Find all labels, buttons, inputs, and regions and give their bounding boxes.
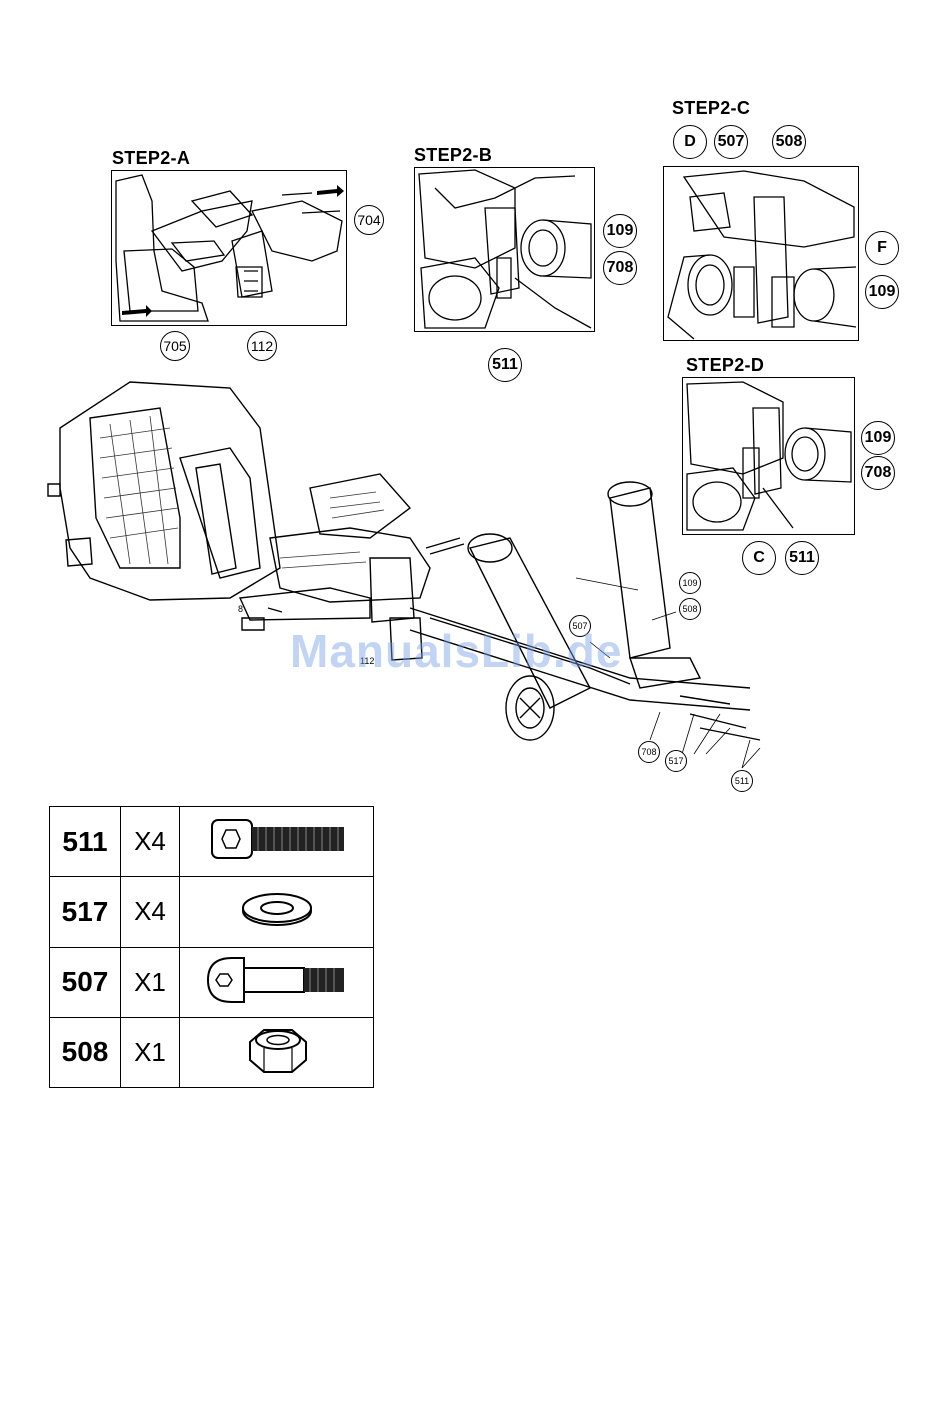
- main-exploded-diagram: [30, 368, 770, 798]
- part-quantity: X4: [121, 807, 180, 877]
- hex-socket-bolt-icon: [202, 814, 352, 864]
- step2-c-panel: [663, 166, 859, 341]
- part-quantity: X1: [121, 947, 180, 1017]
- callout-705: 705: [160, 331, 190, 361]
- step2-a-title: STEP2-A: [112, 148, 190, 169]
- part-quantity: X1: [121, 1017, 180, 1087]
- callout-112: 112: [247, 331, 277, 361]
- callout-704: 704: [354, 205, 384, 235]
- callout-511-d: 511: [785, 541, 819, 575]
- step2-c-title: STEP2-C: [672, 98, 750, 119]
- callout-511-main: 511: [731, 770, 753, 792]
- callout-109: 109: [603, 214, 637, 248]
- flat-washer-icon: [202, 884, 352, 934]
- callout-109-d: 109: [861, 421, 895, 455]
- part-number: 517: [50, 877, 121, 947]
- parts-table: 511 X4 517 X4 507 X1: [49, 806, 374, 1088]
- label-8: 8: [238, 604, 243, 614]
- callout-d: D: [673, 125, 707, 159]
- step2-b-panel: [414, 167, 595, 332]
- callout-708: 708: [603, 251, 637, 285]
- step2-b-illustration: [415, 168, 594, 331]
- part-number: 511: [50, 807, 121, 877]
- callout-508-main: 508: [679, 598, 701, 620]
- part-number: 508: [50, 1017, 121, 1087]
- callout-517-main: 517: [665, 750, 687, 772]
- elliptical-trainer-illustration: [30, 368, 770, 798]
- step2-a-panel: [111, 170, 347, 326]
- table-row: 507 X1: [50, 947, 374, 1017]
- part-quantity: X4: [121, 877, 180, 947]
- callout-109-c: 109: [865, 275, 899, 309]
- part-number: 507: [50, 947, 121, 1017]
- callout-109-main: 109: [679, 572, 701, 594]
- callout-708-main: 708: [638, 741, 660, 763]
- button-head-bolt-icon: [202, 952, 352, 1008]
- step2-a-illustration: [112, 171, 346, 325]
- step2-c-illustration: [664, 167, 858, 340]
- step2-b-title: STEP2-B: [414, 145, 492, 166]
- table-row: 511 X4: [50, 807, 374, 877]
- callout-508: 508: [772, 125, 806, 159]
- callout-708-d: 708: [861, 456, 895, 490]
- table-row: 517 X4: [50, 877, 374, 947]
- table-row: 508 X1: [50, 1017, 374, 1087]
- callout-f: F: [865, 231, 899, 265]
- watermark: ManualsLib.de: [290, 624, 622, 678]
- nylon-lock-nut-icon: [202, 1022, 352, 1078]
- callout-507: 507: [714, 125, 748, 159]
